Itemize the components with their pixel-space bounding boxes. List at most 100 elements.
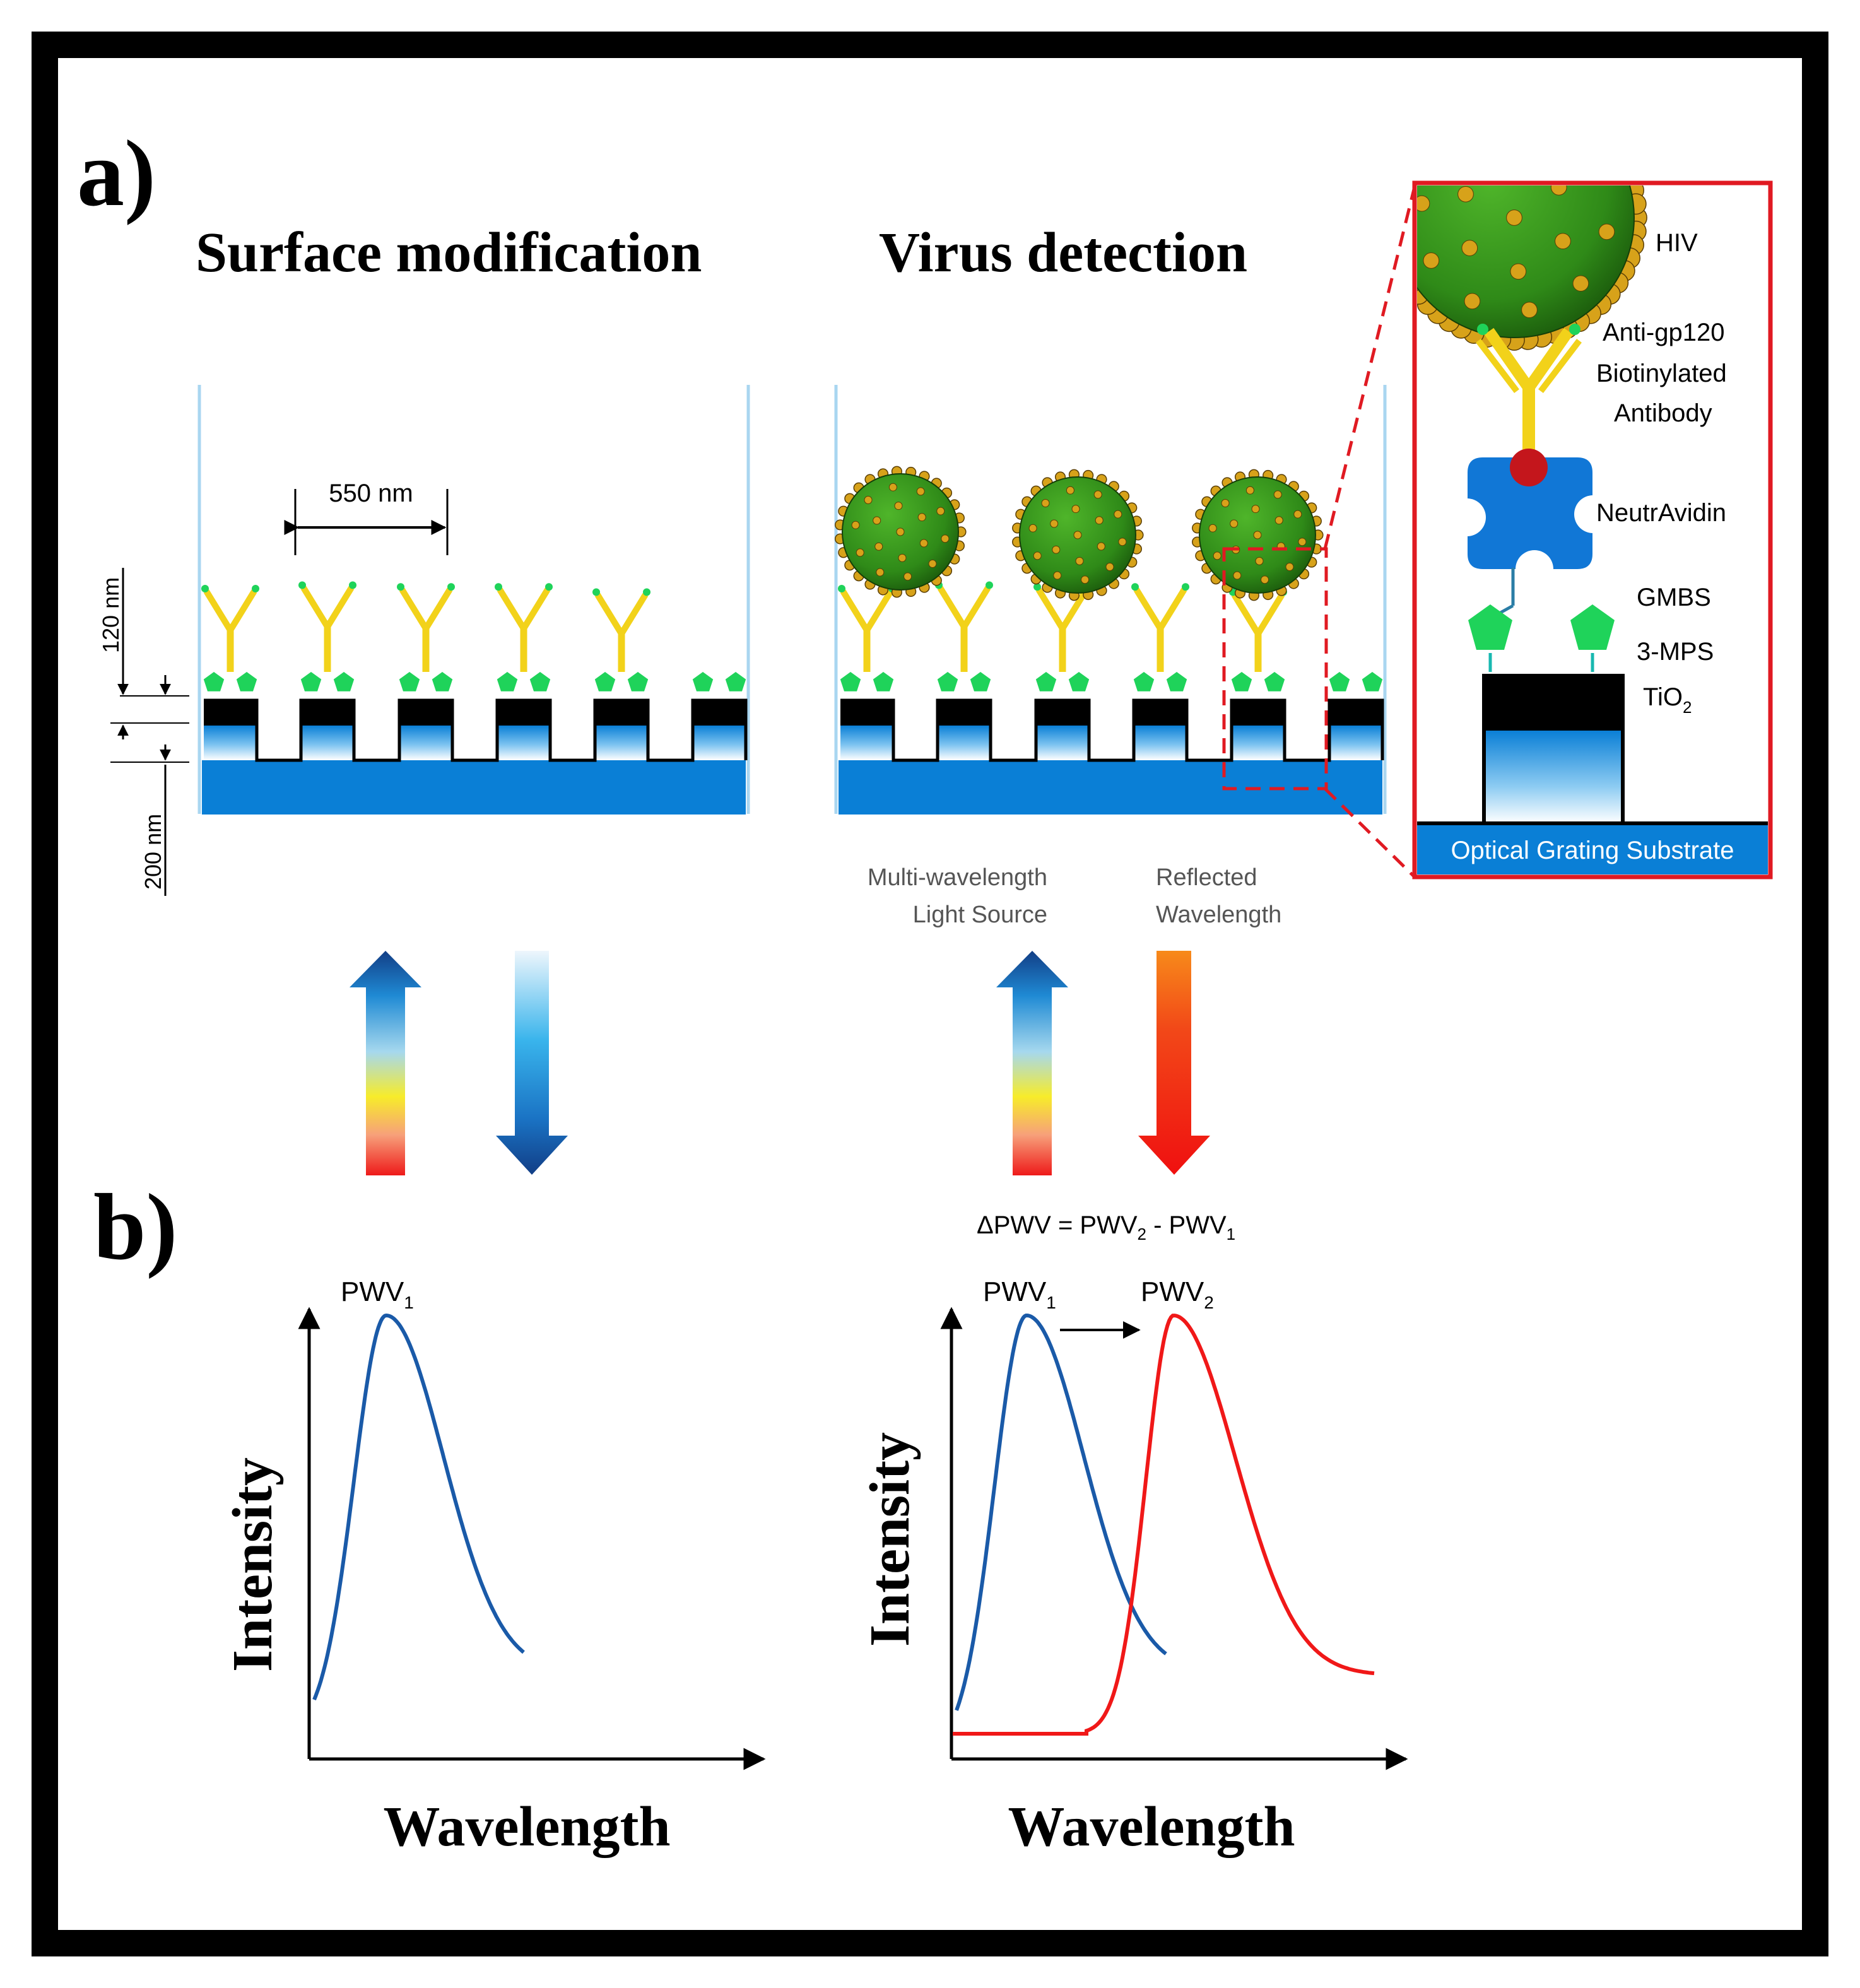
zoom-connector-top [1323, 186, 1416, 550]
gmbs-linker [399, 672, 420, 691]
intensity-axis-label: Intensity [221, 1457, 284, 1672]
reflected-label-1: Reflected [1156, 864, 1257, 891]
gmbs-linker [236, 672, 257, 691]
zoom-region-box [1222, 547, 1328, 791]
incident-light-arrow-right [996, 951, 1068, 1175]
period-label: 550 nm [329, 479, 413, 507]
grating-pillar [1232, 726, 1285, 760]
mps-label: 3-MPS [1637, 638, 1714, 666]
hiv-label: HIV [1656, 229, 1698, 257]
intensity-axis-label: Intensity [859, 1432, 921, 1647]
gmbs-linker [529, 672, 551, 691]
antibody-label-2: Biotinylated [1596, 360, 1727, 387]
reflected-light-arrow-left [496, 951, 568, 1175]
wavelength-axis-label: Wavelength [383, 1796, 670, 1858]
antibody-layer [838, 581, 1383, 691]
pwv1-label: PWV1 [983, 1276, 1056, 1312]
delta-pwv-equation: ΔPWV = PWV2 - PWV1 [977, 1211, 1235, 1244]
gmbs-linker-right [1570, 604, 1615, 650]
virus-sensor [834, 385, 1387, 815]
biotin-dot [1510, 449, 1548, 486]
grating-pillar [204, 726, 257, 760]
grating-pillar [693, 726, 746, 760]
light-source-label-2: Light Source [913, 902, 1047, 928]
height-dimensions: 120 nm 200 nm [98, 568, 189, 896]
pwv2-label: PWV2 [1141, 1276, 1214, 1312]
grating-pillars [840, 698, 1384, 762]
gmbs-linker [333, 672, 355, 691]
baseline-spectrum-plot: PWV1 Intensity Wavelength [221, 1276, 766, 1858]
panel-label-b: b) [93, 1175, 177, 1279]
neutravidin-label: NeutrAvidin [1596, 499, 1726, 527]
substrate-label: Optical Grating Substrate [1451, 837, 1734, 864]
gmbs-linker [627, 672, 649, 691]
gmbs-label: GMBS [1637, 584, 1711, 611]
gmbs-linker [1329, 672, 1350, 691]
gmbs-linker [1264, 672, 1285, 691]
gmbs-linker [970, 672, 991, 691]
antibody [592, 588, 650, 672]
gmbs-linker [840, 672, 861, 691]
tio2-layer [301, 700, 354, 726]
grating-profile [840, 698, 1384, 762]
tio2-layer [497, 700, 550, 726]
virus-detection-title: Virus detection [879, 221, 1247, 284]
grating-pillar [1134, 726, 1187, 760]
period-dimension: 550 nm [284, 479, 449, 555]
shifted-peak-curve [953, 1314, 1375, 1736]
pwv1-label: PWV1 [341, 1276, 414, 1312]
panel-label-a: a) [77, 121, 156, 226]
antibody [935, 581, 993, 672]
depth-label: 120 nm [98, 577, 124, 653]
reflected-label-2: Wavelength [1156, 902, 1281, 928]
gmbs-linker [692, 672, 714, 691]
tio2-layer [840, 700, 893, 726]
gmbs-linker [1035, 672, 1057, 691]
molecular-stack-inset: Optical Grating Substrate HIV Anti-gp120… [1412, 180, 1773, 879]
tio2-layer [399, 700, 452, 726]
antibody-layer [201, 581, 746, 691]
hiv-virus [1192, 469, 1324, 601]
hiv-virus [1012, 469, 1144, 601]
gmbs-linker [1166, 672, 1187, 691]
gmbs-linker [432, 672, 453, 691]
optical-grating-substrate [1417, 825, 1768, 874]
grating-pillar [840, 726, 893, 760]
gmbs-linker [203, 672, 225, 691]
antibody-label-1: Anti-gp120 [1603, 319, 1724, 346]
tio2-layer [1134, 700, 1187, 726]
hiv-virus-large [1417, 185, 1647, 351]
tio2-label: TiO2 [1643, 683, 1692, 717]
grating-pillar [938, 726, 991, 760]
gmbs-linker [594, 672, 616, 691]
gmbs-linker [300, 672, 322, 691]
thickness-label: 200 nm [140, 814, 166, 890]
incident-light-arrow-left [350, 951, 421, 1175]
tio2-layer [1232, 700, 1285, 726]
gmbs-linker [1133, 672, 1155, 691]
tio2-layer [938, 700, 991, 726]
zoom-connector-bottom [1324, 787, 1416, 878]
antibody [201, 585, 259, 672]
grating-pillar [1329, 726, 1382, 760]
tio2-layer [595, 700, 648, 726]
grating-pillar [1036, 726, 1089, 760]
surface-sensor [197, 385, 750, 815]
antibody [397, 583, 455, 672]
gmbs-linker [725, 672, 746, 691]
grating-substrate [202, 760, 746, 815]
hiv-virus [835, 466, 967, 598]
grating-substrate [839, 760, 1382, 815]
gmbs-linker [1068, 672, 1090, 691]
gmbs-linker-left [1468, 604, 1512, 650]
baseline-peak-curve [312, 1313, 525, 1701]
grating-pillar [399, 726, 452, 760]
bound-viruses [835, 466, 1324, 601]
antibody [298, 581, 356, 672]
surface-modification-title: Surface modification [196, 221, 702, 284]
tio2-layer [1484, 674, 1623, 731]
gmbs-linker [497, 672, 518, 691]
antibody [1131, 583, 1189, 672]
shifted-spectrum-plot: PWV1 PWV2 Intensity Wavelength [859, 1276, 1408, 1858]
